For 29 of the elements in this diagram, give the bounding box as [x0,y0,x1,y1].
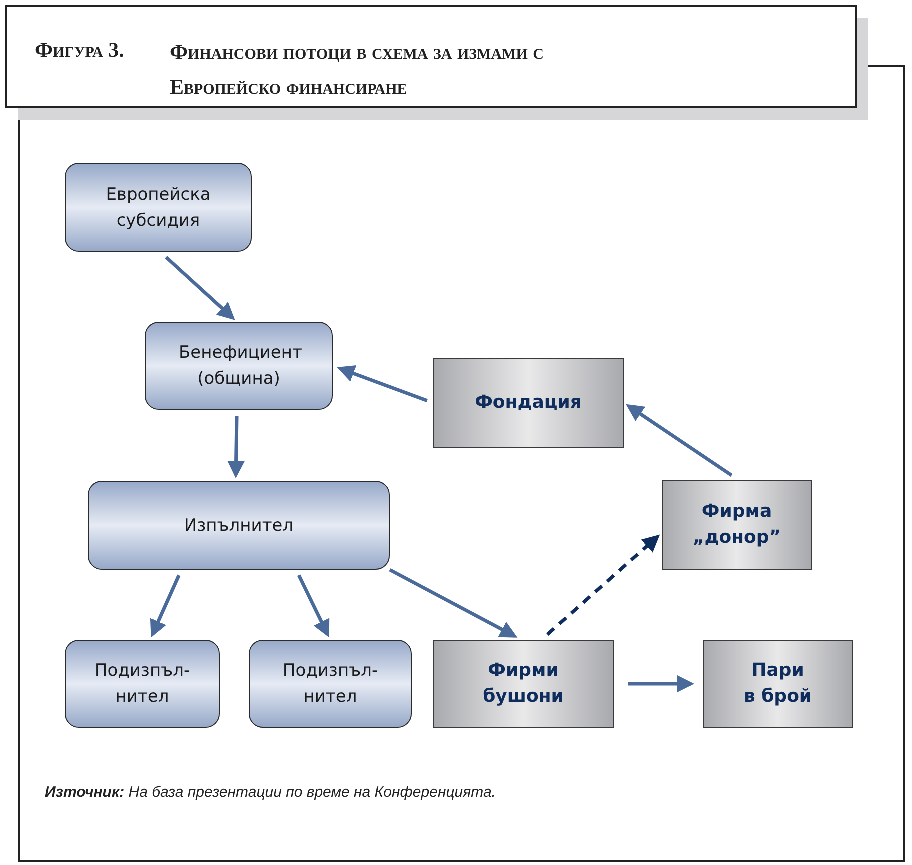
box-label: Пари в брой [743,659,813,709]
arrow [628,675,694,693]
box-label: Подизпъл- нител [282,660,380,709]
entity-box [433,358,624,448]
process-box [65,163,252,252]
arrow [297,574,330,638]
dashed-arrow [546,534,660,636]
arrow [228,416,246,478]
box-label: Европейска субсидия [105,184,212,232]
arrow [165,256,236,320]
box-label: Фондация [475,391,582,415]
process-box [145,322,333,410]
box-label: Фирми бушони [482,659,565,709]
box-label: Фирма „донор” [692,500,782,550]
box-label: Подизпъл- нител [94,660,192,709]
title: Финансови потоци в схема за измами с Европейско финансиране [170,39,545,101]
figure-number: Фигура 3. [35,37,124,64]
entity-box [703,640,853,728]
process-box [249,640,412,728]
arrow [150,574,181,638]
box-label: Изпълнител [184,514,294,538]
process-box [65,640,220,728]
arrow [389,568,518,638]
arrow [626,404,733,477]
entity-box [662,480,812,570]
arrow [337,365,428,403]
source-note: Източник: На база презентации по време на Конференцията. [45,783,496,803]
process-box [88,481,390,570]
entity-box [433,640,614,728]
